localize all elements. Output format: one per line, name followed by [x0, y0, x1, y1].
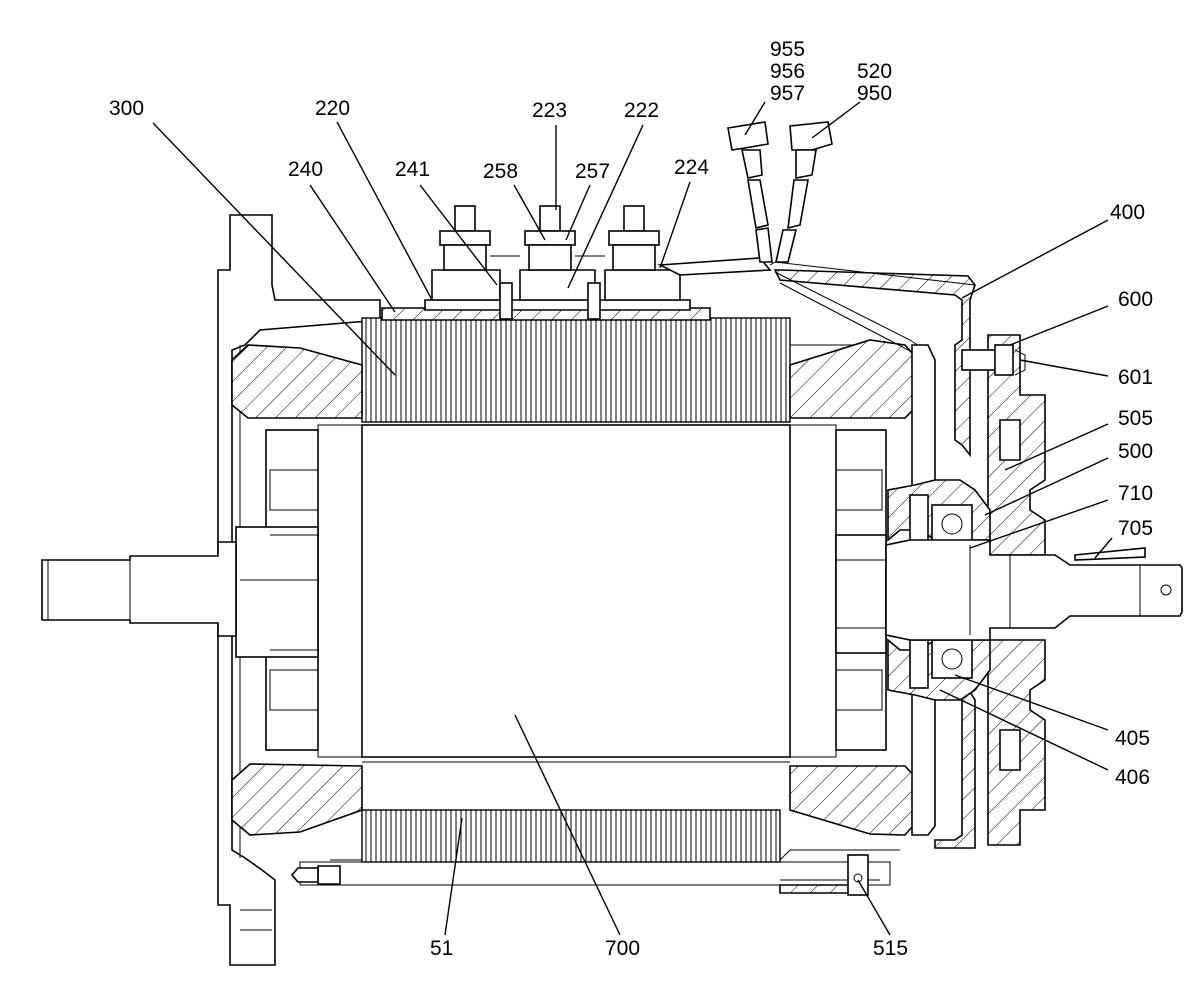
label-222: 222 [624, 99, 659, 122]
rotor-end-right [835, 429, 887, 751]
label-405: 405 [1115, 727, 1150, 750]
label-505: 505 [1118, 407, 1153, 430]
terminal-block [381, 205, 772, 321]
rotor-core [317, 424, 837, 763]
label-51: 51 [430, 937, 453, 960]
winding-end-turns [231, 339, 919, 836]
lower-screw [847, 854, 869, 896]
label-957: 957 [770, 82, 805, 105]
cover-screw [961, 344, 1026, 376]
label-515: 515 [873, 937, 908, 960]
left-shaft [41, 541, 237, 637]
label-700: 700 [605, 937, 640, 960]
stator-laminations-bottom [361, 809, 781, 863]
label-300: 300 [109, 97, 144, 120]
label-257: 257 [575, 160, 610, 183]
label-220: 220 [315, 97, 350, 120]
label-705: 705 [1118, 517, 1153, 540]
rotor-end-left [235, 429, 319, 751]
label-710: 710 [1118, 482, 1153, 505]
label-400: 400 [1110, 201, 1145, 224]
label-241: 241 [395, 158, 430, 181]
label-224: 224 [674, 156, 709, 179]
leader-lines [152, 101, 1113, 936]
label-240: 240 [288, 158, 323, 181]
reference-labels: 300 220 240 241 223 222 258 257 224 955 … [109, 38, 1153, 960]
cable-connectors [727, 121, 833, 263]
label-500: 500 [1118, 440, 1153, 463]
label-258: 258 [483, 160, 518, 183]
label-601: 601 [1118, 366, 1153, 389]
label-223: 223 [532, 99, 567, 122]
label-956: 956 [770, 60, 805, 83]
label-600: 600 [1118, 288, 1153, 311]
label-950: 950 [857, 82, 892, 105]
label-955: 955 [770, 38, 805, 61]
label-520: 520 [857, 60, 892, 83]
label-406: 406 [1115, 766, 1150, 789]
stator-laminations-top [361, 317, 791, 423]
right-shaft [885, 539, 1183, 641]
